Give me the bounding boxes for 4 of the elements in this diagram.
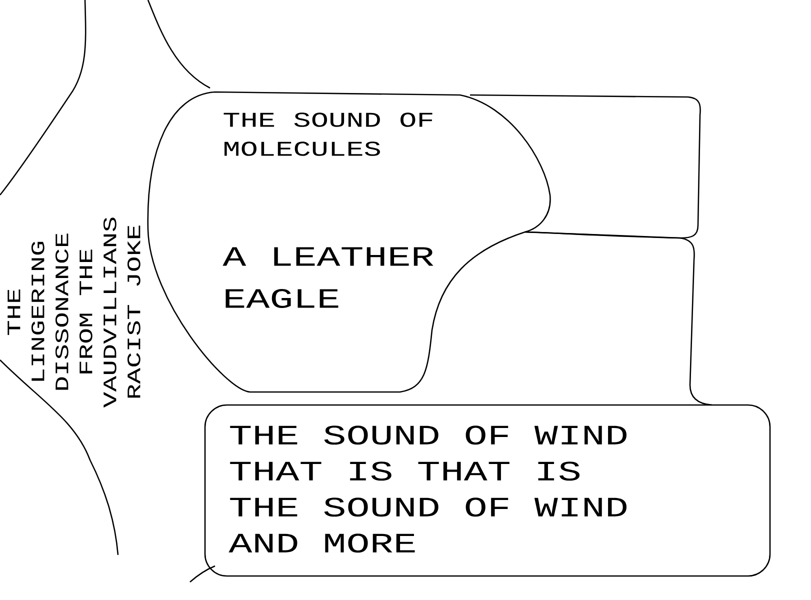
box-outline xyxy=(470,94,701,239)
text-box: THE SOUND OF WIND THAT IS THAT IS THE SOUND OF WIND AND MORE xyxy=(204,404,771,577)
box-outline xyxy=(524,231,712,406)
band-text: THE LINGERING DISSONANCE FROM THE VAUDVILLIANS RACIST JOKE xyxy=(8,218,140,408)
